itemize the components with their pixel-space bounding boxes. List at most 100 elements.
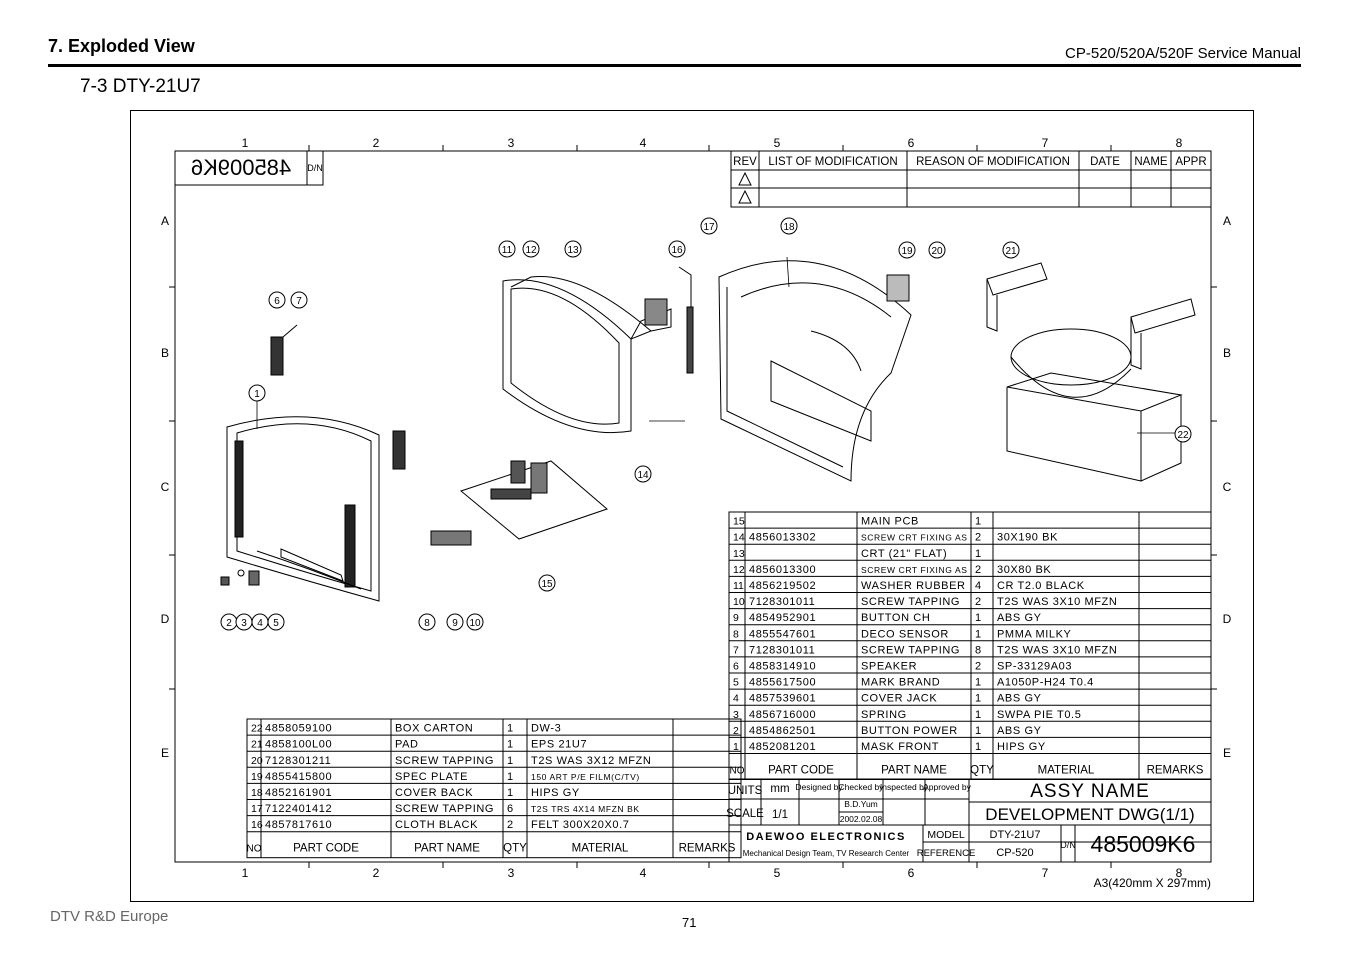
back-cover-illustration — [718, 260, 912, 482]
parts-cell-code: 7122401412 — [265, 803, 332, 815]
parts-cell-qty: 1 — [975, 612, 982, 624]
callout-number: 21 — [1005, 246, 1017, 257]
parts-cell-material: HIPS GY — [997, 741, 1046, 753]
callout-circle — [538, 574, 556, 592]
parts-cell-qty: 1 — [975, 725, 982, 737]
parts-cell-qty: 1 — [975, 677, 982, 689]
col-number-top: 6 — [908, 136, 915, 150]
mirrored-dn-label: D/N — [307, 163, 323, 173]
rev-triangle-1 — [738, 171, 752, 186]
row-letter-left: A — [161, 214, 169, 228]
col-number-bottom: 6 — [908, 866, 915, 880]
row-letter-right: D — [1223, 612, 1232, 626]
parts-cell-name: SCREW CRT FIXING AS — [861, 533, 968, 543]
parts-cell-code: 4856013300 — [749, 564, 816, 576]
callout-circle — [898, 241, 916, 259]
exploded-artwork — [220, 256, 1196, 602]
callout-number: 13 — [567, 245, 579, 256]
parts-cell-material: T2S WAS 3X10 MFZN — [997, 596, 1117, 608]
parts-cell-material: ABS GY — [997, 693, 1042, 705]
callout-circle — [928, 241, 946, 259]
callout-number: 18 — [783, 222, 795, 233]
parts-cell-code: 4852161901 — [265, 787, 332, 799]
parts-cell-material: FELT 300X20X0.7 — [531, 819, 630, 831]
callout-number: 7 — [296, 296, 302, 307]
parts-cell-code: 4854862501 — [749, 725, 816, 737]
parts-cell-name: COVER JACK — [861, 693, 937, 705]
col-number-top: 3 — [508, 136, 515, 150]
parts-cell-material: HIPS GY — [531, 787, 580, 799]
callout-number: 3 — [241, 618, 247, 629]
parts-cell-name: PAD — [395, 739, 419, 751]
designed-by: Designed by — [795, 782, 843, 792]
row-letter-right: B — [1223, 346, 1231, 360]
callout-number: 16 — [671, 245, 683, 256]
callout-number: 2 — [226, 618, 232, 629]
rev-header-list: LIST OF MODIFICATION — [768, 156, 897, 168]
parts-header-remarks: REMARKS — [1147, 765, 1204, 777]
parts-cell-material: T2S WAS 3X12 MFZN — [531, 755, 651, 767]
rev-header-date: DATE — [1090, 156, 1120, 168]
check-date: 2002.02.08 — [840, 814, 883, 824]
dwg-number: 485009K6 — [1091, 831, 1196, 857]
parts-cell-name: DECO SENSOR — [861, 628, 949, 640]
parts-cell-no: 4 — [733, 693, 739, 705]
parts-cell-name: SPRING — [861, 709, 907, 721]
parts-cell-material: 30X80 BK — [997, 564, 1051, 576]
col-number-bottom: 2 — [373, 866, 380, 880]
callout-number: 1 — [254, 389, 260, 400]
col-number-top: 7 — [1042, 136, 1049, 150]
parts-cell-material: A1050P-H24 T0.4 — [997, 677, 1094, 689]
col-number-top: 4 — [640, 136, 647, 150]
parts-cell-code: 7128301011 — [749, 644, 815, 656]
parts-cell-name: MARK BRAND — [861, 677, 940, 689]
speaker-left-illustration — [270, 324, 298, 376]
parts-cell-code: 4856013302 — [749, 532, 816, 544]
parts-cell-qty: 4 — [975, 580, 982, 592]
parts-header-qty: QTY — [503, 843, 527, 855]
col-number-top: 2 — [373, 136, 380, 150]
parts-cell-qty: 1 — [975, 628, 982, 640]
parts-cell-name: CLOTH BLACK — [395, 819, 478, 831]
row-letter-right: E — [1223, 746, 1231, 760]
crt-illustration — [502, 275, 672, 434]
rev-triangle-2 — [738, 189, 752, 204]
parts-cell-material: ABS GY — [997, 612, 1042, 624]
row-letter-left: D — [161, 612, 170, 626]
parts-cell-no: 19 — [251, 771, 263, 783]
callout-number: 5 — [273, 618, 279, 629]
parts-cell-material: 30X190 BK — [997, 532, 1058, 544]
callout-number: 9 — [452, 618, 458, 629]
dwg-title: DEVELOPMENT DWG(1/1) — [985, 805, 1194, 824]
parts-header-code: PART CODE — [293, 843, 359, 855]
units-value: mm — [770, 783, 789, 795]
row-letter-left: B — [161, 346, 169, 360]
approved-by: Approved by — [923, 782, 971, 792]
parts-cell-material: ABS GY — [997, 725, 1042, 737]
row-letter-right: A — [1223, 214, 1231, 228]
parts-cell-material: SP-33129A03 — [997, 661, 1072, 673]
parts-cell-name: BUTTON CH — [861, 612, 930, 624]
parts-cell-qty: 1 — [975, 741, 982, 753]
callout-number: 10 — [469, 618, 481, 629]
main-pcb-illustration — [459, 460, 608, 540]
parts-cell-no: 18 — [251, 787, 263, 799]
parts-cell-material: T2S TRS 4X14 MFZN BK — [531, 804, 640, 814]
sheet-size: A3(420mm X 297mm) — [1094, 876, 1211, 890]
small-parts-illustration — [220, 569, 260, 586]
callout-circle — [267, 613, 285, 631]
parts-cell-no: 9 — [733, 612, 739, 624]
callout-number: 6 — [274, 296, 280, 307]
parts-cell-no: 16 — [251, 819, 263, 831]
section-title: 7-3 DTY-21U7 — [80, 76, 201, 97]
rev-header-appr: APPR — [1175, 156, 1206, 168]
callout-circle — [290, 291, 308, 309]
parts-cell-qty: 1 — [507, 723, 514, 735]
parts-cell-no: 10 — [733, 596, 745, 608]
page-title: 7. Exploded View — [48, 36, 195, 56]
parts-cell-name: SPEAKER — [861, 661, 917, 673]
parts-cell-qty: 1 — [975, 548, 982, 560]
speaker-right-illustration — [392, 430, 406, 470]
